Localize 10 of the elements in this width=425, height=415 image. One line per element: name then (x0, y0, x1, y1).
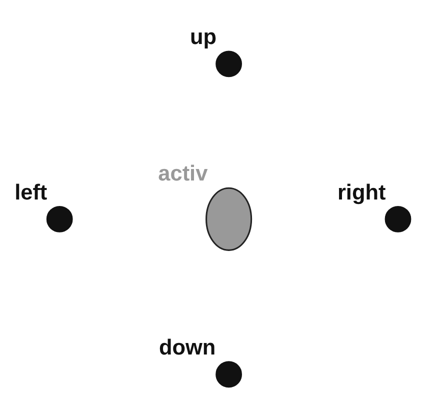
node-label: activ (158, 160, 208, 186)
node-label: right (337, 179, 386, 204)
node-label: up (190, 24, 217, 50)
node-dot (216, 361, 242, 388)
node-dot (216, 50, 242, 78)
node-dot (384, 206, 412, 232)
node-label: left (14, 179, 48, 204)
node-ellipse (206, 187, 252, 251)
node-dot (46, 206, 73, 232)
node-label: down (158, 334, 216, 360)
